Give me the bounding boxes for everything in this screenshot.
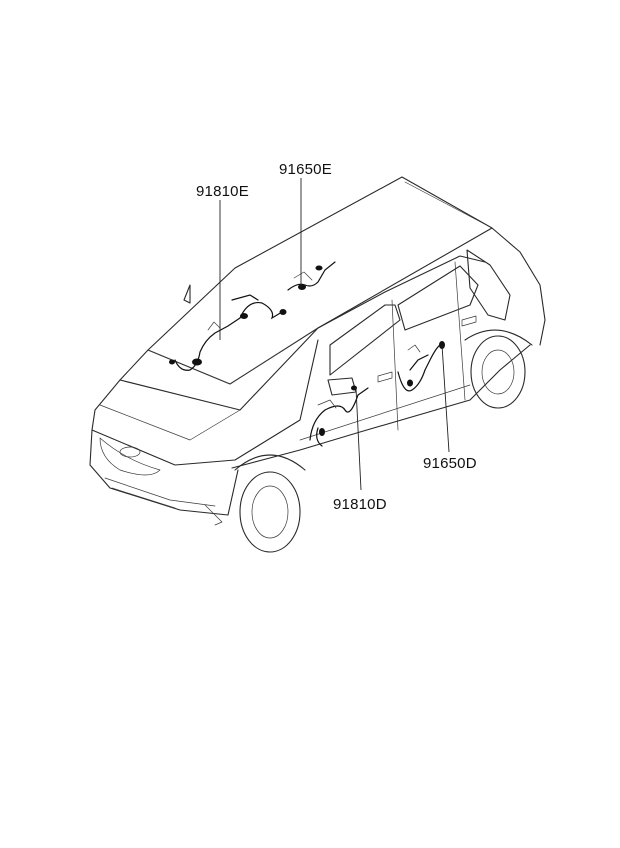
front-wiring-harness-label: 91810E [196, 183, 249, 200]
front-door-harness-leader [355, 387, 362, 491]
rear-wiring-harness-drawing [287, 261, 336, 291]
car-body-outline [89, 176, 546, 553]
rear-wiring-harness-label: 91650E [279, 161, 332, 178]
front-door-harness-drawing [309, 385, 369, 447]
rear-door-harness-label: 91650D [423, 455, 477, 472]
rear-door-harness-drawing [397, 341, 445, 392]
rear-door-harness-leader [441, 344, 450, 453]
front-door-harness-label: 91810D [333, 496, 387, 513]
front-wiring-harness-drawing [169, 294, 287, 371]
